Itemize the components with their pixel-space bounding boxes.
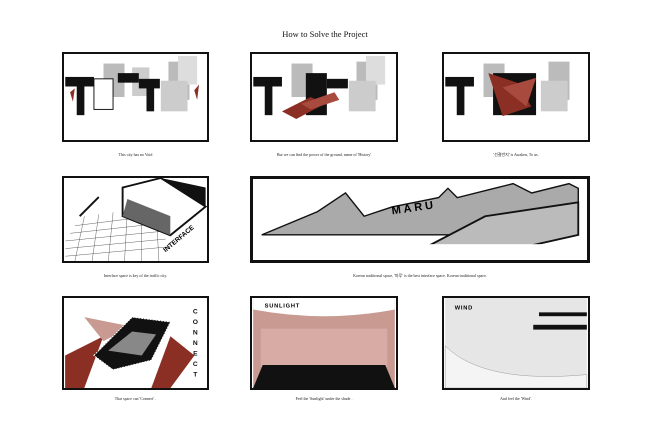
page-title: How to Solve the Project bbox=[282, 29, 368, 39]
city-awaken-illustration bbox=[445, 61, 570, 117]
svg-text:T: T bbox=[193, 372, 198, 379]
panel-interface: INTERFACE bbox=[62, 176, 209, 263]
caption-6: That space can 'Connect' . bbox=[114, 396, 157, 401]
caption-2: But we can find the power of the ground,… bbox=[276, 152, 372, 157]
panel-wind: WIND bbox=[442, 296, 590, 390]
city-history-illustration bbox=[253, 55, 386, 119]
sunlight-label: SUNLIGHT bbox=[265, 304, 300, 310]
interface-grid-illustration: INTERFACE bbox=[65, 178, 207, 261]
caption-5: Korean traditional space, '마루' is the be… bbox=[353, 273, 487, 278]
caption-8: And feel the 'Wind'. bbox=[500, 396, 532, 401]
svg-text:O: O bbox=[193, 319, 198, 326]
panel-maru: MARU bbox=[250, 176, 590, 263]
svg-text:C: C bbox=[193, 308, 198, 315]
maru-roof-illustration: MARU bbox=[261, 182, 580, 260]
svg-text:E: E bbox=[193, 350, 198, 357]
panel-sunlight: SUNLIGHT bbox=[250, 296, 398, 390]
svg-text:N: N bbox=[193, 340, 198, 347]
svg-text:C: C bbox=[193, 361, 198, 368]
sunlight-illustration: SUNLIGHT bbox=[253, 298, 395, 388]
wind-illustration: WIND bbox=[444, 298, 588, 388]
caption-7: Feel the 'Sunlight' under the shade . bbox=[295, 396, 353, 401]
panel-city-void bbox=[62, 52, 209, 142]
caption-3: '선결반지' is Awaken, To us. bbox=[493, 152, 539, 157]
caption-4: Interface space is key of the traffic ci… bbox=[103, 273, 168, 278]
panel-history bbox=[250, 52, 398, 142]
svg-text:N: N bbox=[193, 329, 198, 336]
panel-awaken bbox=[442, 52, 590, 142]
city-skyline-illustration bbox=[65, 55, 200, 116]
caption-1: This city has no Void bbox=[118, 152, 153, 157]
wind-label: WIND bbox=[455, 305, 473, 311]
